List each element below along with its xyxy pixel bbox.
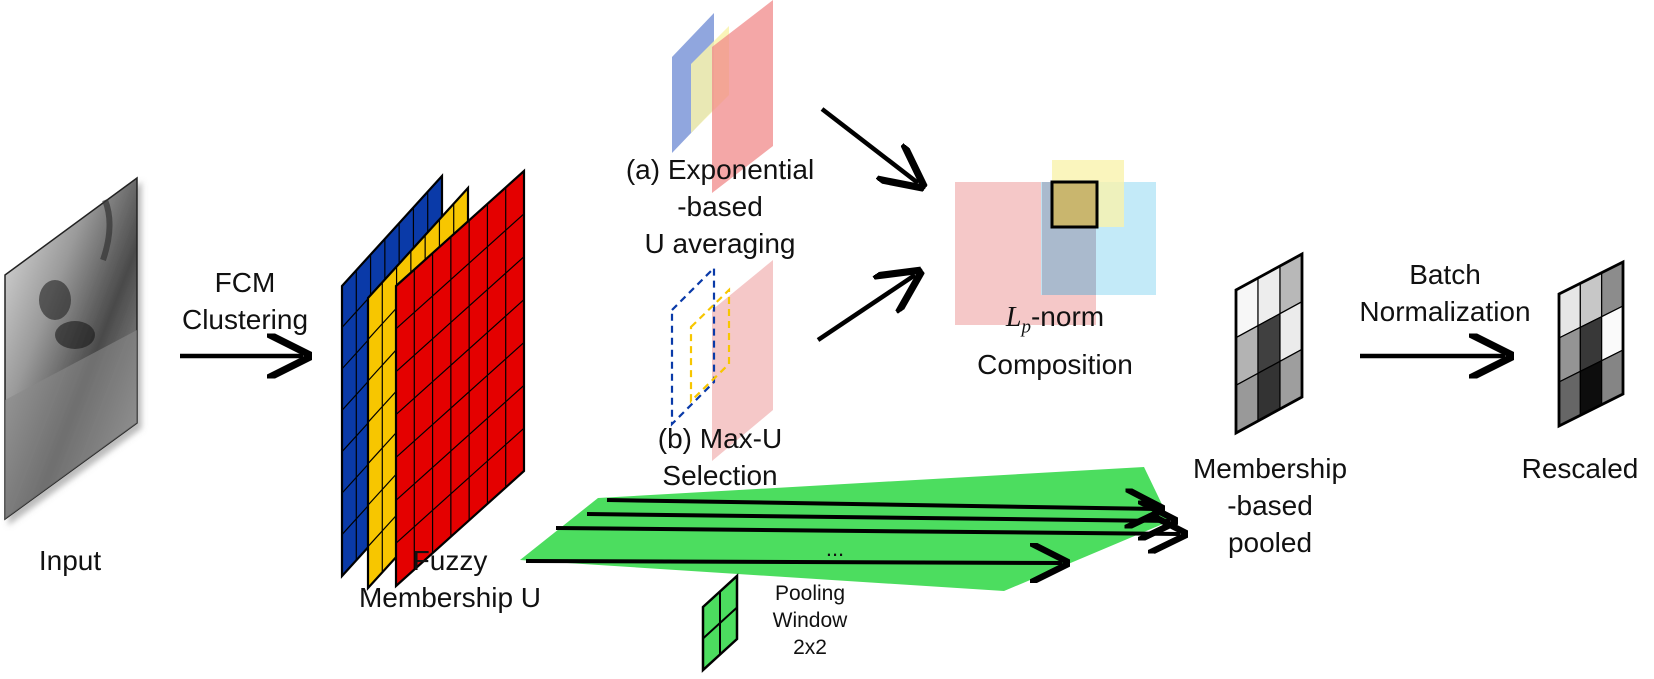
label-batch-normalization: Batch Normalization: [1350, 256, 1540, 330]
pooling-arrows: [525, 500, 1180, 563]
exp-averaging-sheets: [672, 0, 773, 193]
label-fuzzy-membership: Fuzzy Membership U: [345, 542, 555, 616]
label-composition: Composition: [977, 348, 1133, 380]
grid-line: [395, 299, 525, 416]
grid-line: [395, 213, 525, 330]
label-input: Input: [38, 545, 102, 576]
label-exp-line1: (a) Exponential: [625, 154, 815, 185]
lp-norm-composition: [955, 160, 1156, 325]
grid-line: [395, 427, 525, 544]
layer-sheet: [394, 168, 526, 589]
label-batch-line1: Batch: [1409, 259, 1481, 290]
maxu-to-lp-arrow: [816, 275, 915, 342]
label-mem-line1: Membership: [1192, 453, 1348, 484]
label-maxu-line2: Selection: [662, 460, 778, 491]
label-fcm-line1: FCM: [214, 267, 276, 298]
label-maxu-line1: (b) Max-U: [657, 423, 783, 454]
label-max-u: (b) Max-U Selection: [630, 420, 810, 494]
label-rescaled: Rescaled: [1521, 453, 1639, 484]
lp-symbol: L: [1005, 302, 1022, 333]
label-pool-line2: Window: [772, 609, 848, 632]
lp-subscript: p: [1021, 316, 1031, 338]
membership-layer-red: [394, 168, 526, 589]
grid-frame: [1557, 259, 1625, 429]
label-lp-norm: Lp-norm Composition: [940, 298, 1170, 383]
label-fuzzy-line1: Fuzzy: [412, 545, 488, 576]
grid-line: [395, 341, 525, 458]
label-pool-line3: 2x2: [793, 636, 827, 659]
label-exp-line3: U averaging: [644, 228, 796, 259]
lp-suffix: -norm: [1030, 301, 1105, 332]
grid-frame: [1234, 251, 1304, 436]
label-lp-line1: Lp-norm: [940, 298, 1170, 346]
label-ellipsis: ...: [825, 536, 845, 561]
label-pooling-window: Pooling Window 2x2: [755, 580, 865, 661]
grid-line: [395, 256, 525, 373]
label-fcm: FCM Clustering: [175, 264, 315, 338]
label-membership-pooled: Membership -based pooled: [1170, 450, 1370, 561]
label-mem-line3: pooled: [1227, 527, 1313, 558]
label-mem-line2: -based: [1227, 490, 1313, 521]
label-exponential: (a) Exponential -based U averaging: [600, 151, 840, 262]
rescaled-grid: [1557, 259, 1625, 429]
pooled-grid: [1234, 251, 1304, 436]
maxu-selection-sheets: [670, 260, 773, 461]
label-fuzzy-line2: Membership U: [358, 582, 542, 613]
grid-line: [395, 384, 525, 501]
label-fcm-line2: Clustering: [181, 304, 309, 335]
label-exp-line2: -based: [677, 191, 763, 222]
input-image: [4, 176, 138, 521]
label-batch-line2: Normalization: [1359, 296, 1531, 327]
exp-to-lp-arrow: [820, 107, 918, 183]
pooling-window-icon: [701, 573, 739, 673]
label-pool-line1: Pooling: [774, 582, 846, 605]
